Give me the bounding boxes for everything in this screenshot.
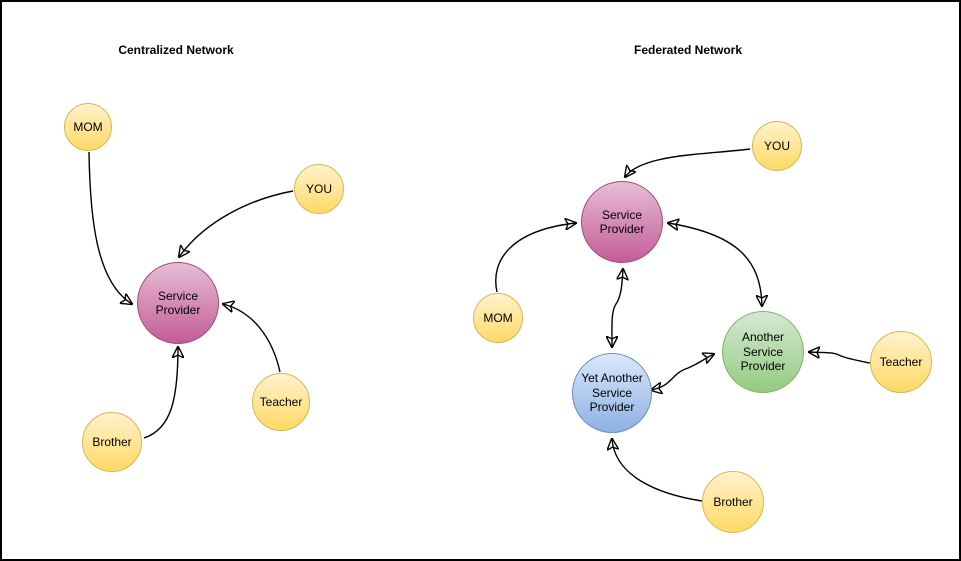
edge-teacher-to-service-provider <box>223 304 281 373</box>
node-teacher-centralized: Teacher <box>252 373 310 431</box>
node-service-provider-federated: Service Provider <box>581 181 663 263</box>
edge-service-provider-yet-another-service-provider <box>612 269 623 347</box>
edge-yet-another-service-provider-another-service-provider <box>651 354 714 390</box>
node-brother-federated: Brother <box>702 471 764 533</box>
edge-teacher-to-another-service-provider <box>809 352 871 364</box>
federated-network-title: Federated Network <box>633 43 743 57</box>
node-mom-federated: MOM <box>473 293 523 343</box>
centralized-network-title: Centralized Network <box>118 43 234 57</box>
node-you-centralized: YOU <box>294 164 344 214</box>
node-yet-another-service-provider: Yet Another Service Provider <box>572 353 652 433</box>
edge-brother-to-service-provider <box>143 347 178 439</box>
edge-mom-to-service-provider <box>88 151 132 304</box>
edge-brother-to-yet-another-service-provider <box>612 439 703 502</box>
node-another-service-provider: Another Service Provider <box>722 311 804 393</box>
node-you-federated: YOU <box>752 121 802 171</box>
node-mom-centralized: MOM <box>64 103 112 151</box>
edge-mom-to-service-provider-2 <box>495 223 576 293</box>
edge-you-to-service-provider-2 <box>625 148 751 177</box>
node-brother-centralized: Brother <box>82 412 142 472</box>
edge-service-provider-another-service-provider <box>668 223 762 306</box>
node-teacher-federated: Teacher <box>870 331 932 393</box>
node-service-provider-centralized: Service Provider <box>137 262 219 344</box>
edge-you-to-service-provider <box>179 190 294 257</box>
